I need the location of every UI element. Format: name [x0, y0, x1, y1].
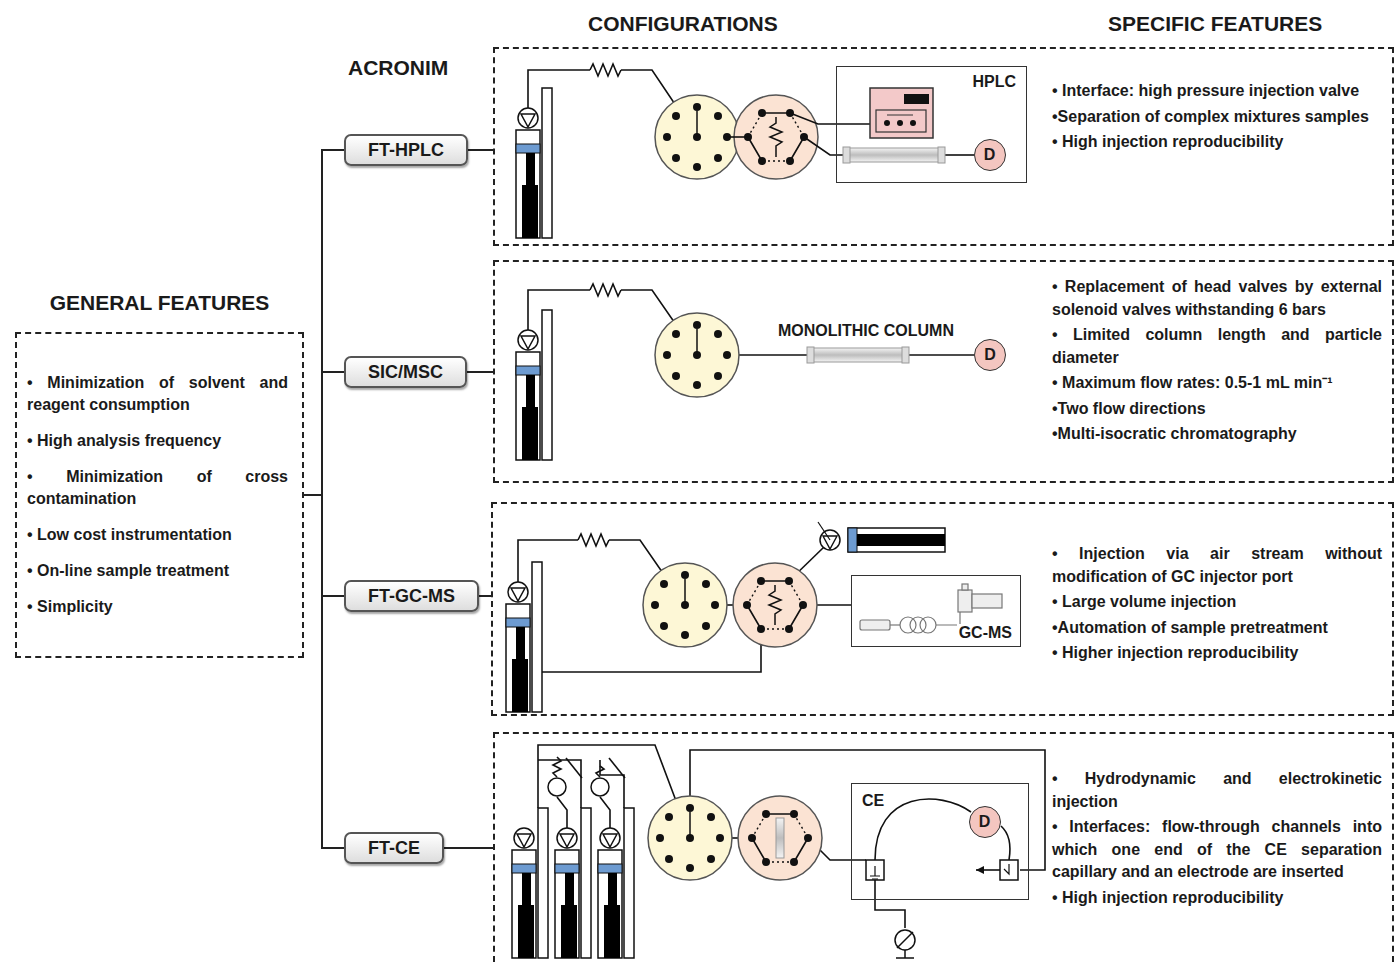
column-heading: CONFIGURATIONS [588, 12, 778, 36]
feature-bullet: • Hydrodynamic and electrokinetic inject… [1052, 768, 1382, 813]
feature-bullet: • Higher injection reproducibility [1052, 642, 1382, 665]
feature-bullet: • High analysis frequency [27, 430, 288, 452]
instrument-label: GC-MS [957, 624, 1014, 642]
acronym-label: FT-GC-MS [368, 582, 455, 610]
acronym-label: SIC/MSC [368, 358, 443, 386]
feature-bullet: • Interfaces: flow-through channels into… [1052, 816, 1382, 884]
section-heading: GENERAL FEATURES [17, 292, 302, 314]
configuration-panel: • Hydrodynamic and electrokinetic inject… [493, 732, 1394, 962]
feature-bullet: • Interface: high pressure injection val… [1052, 80, 1382, 103]
feature-bullet: • Large volume injection [1052, 591, 1382, 614]
panel-link [444, 847, 493, 849]
feature-list: • Hydrodynamic and electrokinetic inject… [1052, 768, 1382, 912]
detector-label: D [979, 813, 991, 831]
instrument-box: CE D [851, 783, 1029, 900]
column-heading: ACRONIM [348, 56, 448, 80]
instrument-box: GC-MS [851, 575, 1021, 647]
acronym-box: FT-GC-MS [344, 580, 479, 612]
feature-bullet: • On-line sample treatment [27, 560, 288, 582]
configuration-panel: • Replacement of head valves by external… [493, 260, 1394, 483]
instrument-label: HPLC [970, 73, 1018, 91]
tree-branch [304, 150, 344, 495]
feature-bullet: • Minimization of cross contamination [27, 466, 288, 510]
feature-list: • Interface: high pressure injection val… [1052, 80, 1382, 157]
detector-circle: D [974, 339, 1006, 371]
acronym-box: FT-HPLC [344, 134, 468, 166]
detector-label: D [984, 346, 996, 364]
feature-bullet: • Injection via air stream without modif… [1052, 543, 1382, 588]
feature-bullet: •Separation of complex mixtures samples [1052, 106, 1382, 129]
detector-label: D [984, 146, 996, 164]
tree-branch [304, 372, 344, 495]
instrument-box: HPLC D [836, 66, 1027, 183]
feature-bullet: • Maximum flow rates: 0.5-1 mL min⁻¹ [1052, 372, 1382, 395]
feature-bullet: • Replacement of head valves by external… [1052, 276, 1382, 321]
acronym-label: FT-HPLC [368, 136, 444, 164]
detector-circle: D [974, 139, 1006, 171]
feature-bullet: • High injection reproducibility [1052, 131, 1382, 154]
feature-list: • Injection via air stream without modif… [1052, 543, 1382, 668]
panel-link [468, 149, 493, 151]
feature-bullet: •Two flow directions [1052, 398, 1382, 421]
feature-bullet: • Limited column length and particle dia… [1052, 324, 1382, 369]
feature-list: • Replacement of head valves by external… [1052, 276, 1382, 449]
panel-link [467, 371, 493, 373]
configuration-panel: • Interface: high pressure injection val… [493, 47, 1394, 246]
feature-bullet: •Multi-isocratic chromatography [1052, 423, 1382, 446]
general-features-box: GENERAL FEATURES• Minimization of solven… [15, 332, 304, 658]
feature-bullet: • Minimization of solvent and reagent co… [27, 372, 288, 416]
column-heading: SPECIFIC FEATURES [1108, 12, 1322, 36]
feature-bullet: • High injection reproducibility [1052, 887, 1382, 910]
acronym-box: SIC/MSC [344, 356, 467, 388]
configuration-panel: • Injection via air stream without modif… [491, 502, 1394, 716]
panel-link [479, 595, 491, 597]
feature-bullet: • Low cost instrumentation [27, 524, 288, 546]
column-label: MONOLITHIC COLUMN [778, 322, 954, 340]
feature-bullet: • Simplicity [27, 596, 288, 618]
tree-branch [304, 495, 344, 596]
feature-bullet: •Automation of sample pretreatment [1052, 617, 1382, 640]
instrument-label: CE [860, 792, 886, 810]
tree-branch [304, 495, 344, 848]
acronym-box: FT-CE [344, 832, 444, 864]
detector-circle: D [969, 806, 1001, 838]
acronym-label: FT-CE [368, 834, 420, 862]
